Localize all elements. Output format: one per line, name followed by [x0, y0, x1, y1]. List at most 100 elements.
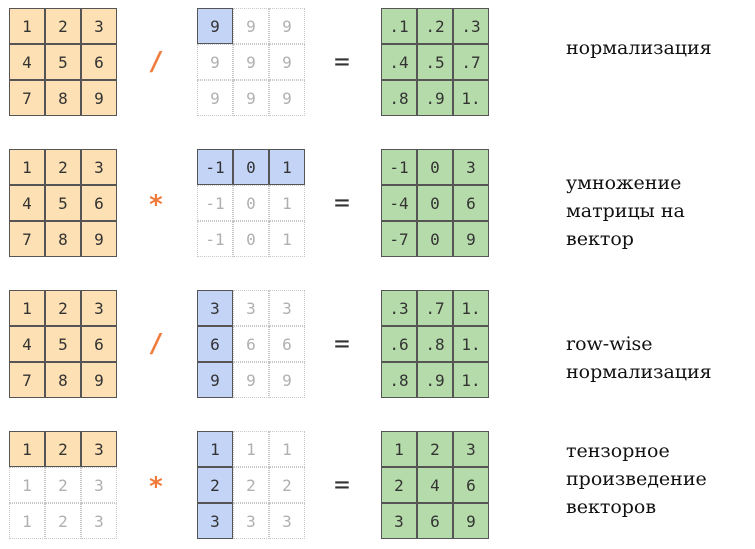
- equals-sign: =: [334, 470, 350, 500]
- operator-multiply: *: [148, 472, 164, 502]
- left-matrix-cell: 1: [9, 431, 45, 467]
- result-matrix-cell: 1.: [453, 362, 489, 398]
- left-matrix-cell: 1: [9, 290, 45, 326]
- middle-matrix-cell: 1: [269, 221, 305, 257]
- equals-sign: =: [334, 188, 350, 218]
- result-matrix-cell: 3: [381, 503, 417, 539]
- result-matrix-cell: .8: [381, 80, 417, 116]
- result-matrix-cell: 0: [417, 221, 453, 257]
- row-label: row-wise нормализация: [566, 330, 751, 386]
- result-matrix-cell: 1.: [453, 290, 489, 326]
- middle-matrix-cell: -1: [197, 185, 233, 221]
- middle-matrix-cell: 9: [233, 44, 269, 80]
- left-matrix-cell: 3: [81, 431, 117, 467]
- label-line: тензорное: [566, 440, 670, 462]
- left-matrix-cell: 7: [9, 362, 45, 398]
- left-matrix-cell: 4: [9, 44, 45, 80]
- middle-matrix-cell: 2: [269, 467, 305, 503]
- middle-matrix-cell: 0: [233, 221, 269, 257]
- left-matrix-cell: 8: [45, 362, 81, 398]
- result-matrix-cell: .3: [381, 290, 417, 326]
- left-matrix-cell: 3: [81, 503, 117, 539]
- middle-matrix-cell: 9: [197, 80, 233, 116]
- row-label: тензорное произведение векторов: [566, 437, 751, 521]
- result-matrix-cell: .4: [381, 44, 417, 80]
- result-matrix-cell: -4: [381, 185, 417, 221]
- result-matrix-cell: 1.: [453, 80, 489, 116]
- middle-matrix-cell: 9: [269, 8, 305, 44]
- middle-matrix-cell: 6: [197, 326, 233, 362]
- label-line: вектор: [566, 228, 634, 250]
- middle-matrix-cell: 9: [233, 362, 269, 398]
- result-matrix-cell: .8: [417, 326, 453, 362]
- left-matrix-cell: 5: [45, 326, 81, 362]
- result-matrix-cell: 2: [417, 431, 453, 467]
- middle-matrix-cell: 9: [269, 362, 305, 398]
- left-matrix-cell: 4: [9, 326, 45, 362]
- middle-matrix-cell: 3: [197, 503, 233, 539]
- result-matrix-cell: 3: [453, 149, 489, 185]
- result-matrix-cell: .5: [417, 44, 453, 80]
- middle-matrix-cell: 1: [233, 431, 269, 467]
- label-line: матрицы на: [566, 200, 685, 222]
- middle-matrix-cell: 9: [197, 44, 233, 80]
- middle-matrix-cell: 3: [269, 290, 305, 326]
- middle-matrix-cell: 3: [233, 290, 269, 326]
- label-line: произведение: [566, 468, 707, 490]
- left-matrix-cell: 3: [81, 149, 117, 185]
- middle-matrix-cell: 9: [269, 80, 305, 116]
- middle-matrix-cell: 2: [233, 467, 269, 503]
- result-matrix-cell: 4: [417, 467, 453, 503]
- middle-matrix-cell: 1: [269, 431, 305, 467]
- left-matrix-cell: 2: [45, 431, 81, 467]
- result-matrix-cell: 1: [381, 431, 417, 467]
- left-matrix-cell: 2: [45, 503, 81, 539]
- left-matrix-cell: 2: [45, 149, 81, 185]
- left-matrix-cell: 1: [9, 8, 45, 44]
- middle-matrix-cell: 3: [197, 290, 233, 326]
- label-line: умножение: [566, 172, 682, 194]
- label-line: нормализация: [566, 361, 712, 383]
- left-matrix-cell: 7: [9, 80, 45, 116]
- result-matrix-cell: 6: [453, 185, 489, 221]
- result-matrix-cell: 9: [453, 503, 489, 539]
- result-matrix-cell: .7: [453, 44, 489, 80]
- left-matrix-cell: 3: [81, 8, 117, 44]
- middle-matrix-cell: 6: [233, 326, 269, 362]
- result-matrix-cell: 9: [453, 221, 489, 257]
- left-matrix-cell: 9: [81, 362, 117, 398]
- left-matrix-cell: 6: [81, 185, 117, 221]
- result-matrix-cell: .1: [381, 8, 417, 44]
- result-matrix-cell: -1: [381, 149, 417, 185]
- result-matrix-cell: .8: [381, 362, 417, 398]
- middle-matrix-cell: 1: [197, 431, 233, 467]
- result-matrix-cell: .9: [417, 80, 453, 116]
- middle-matrix-cell: -1: [197, 149, 233, 185]
- middle-matrix-cell: 2: [197, 467, 233, 503]
- left-matrix-cell: 5: [45, 185, 81, 221]
- operator-multiply: *: [148, 190, 164, 220]
- middle-matrix-cell: 1: [269, 149, 305, 185]
- row-label: умножение матрицы на вектор: [566, 169, 751, 253]
- left-matrix-cell: 6: [81, 326, 117, 362]
- left-matrix-cell: 3: [81, 467, 117, 503]
- result-matrix-cell: 1.: [453, 326, 489, 362]
- equals-sign: =: [334, 329, 350, 359]
- label-line: векторов: [566, 496, 657, 518]
- middle-matrix-cell: 3: [233, 503, 269, 539]
- middle-matrix-cell: 9: [269, 44, 305, 80]
- left-matrix-cell: 2: [45, 8, 81, 44]
- middle-matrix-cell: 0: [233, 149, 269, 185]
- middle-matrix-cell: 9: [233, 8, 269, 44]
- equals-sign: =: [334, 47, 350, 77]
- left-matrix-cell: 6: [81, 44, 117, 80]
